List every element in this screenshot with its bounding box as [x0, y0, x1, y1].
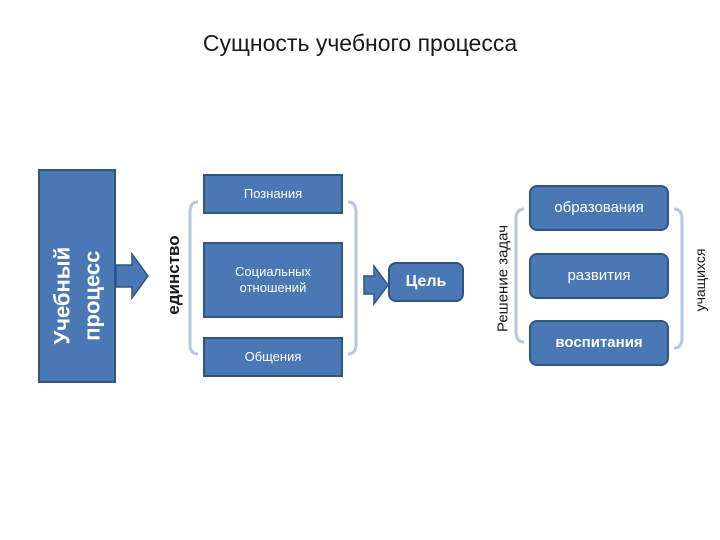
goal-box: Цель	[388, 262, 464, 302]
right-bracket-middle	[347, 200, 358, 356]
communication-box: Общения	[203, 337, 343, 377]
right-bracket-right	[673, 207, 684, 350]
tasks-label: Решение задач	[494, 224, 512, 333]
left-bracket-middle	[188, 200, 199, 356]
arrow-right-icon	[363, 263, 389, 307]
arrow-right-icon	[115, 251, 149, 301]
diagram-title: Сущность учебного процесса	[202, 30, 518, 56]
learning-process-block: Учебный процесс	[38, 169, 116, 383]
students-label: учащихся	[692, 248, 708, 312]
unity-label: единство	[164, 235, 183, 315]
cognition-box: Познания	[203, 174, 343, 214]
social-relations-box: Социальных отношений	[203, 242, 343, 318]
left-bracket-right	[514, 207, 525, 344]
upbringing-box: воспитания	[529, 320, 669, 366]
education-box: образования	[529, 185, 669, 231]
development-box: развития	[529, 253, 669, 299]
